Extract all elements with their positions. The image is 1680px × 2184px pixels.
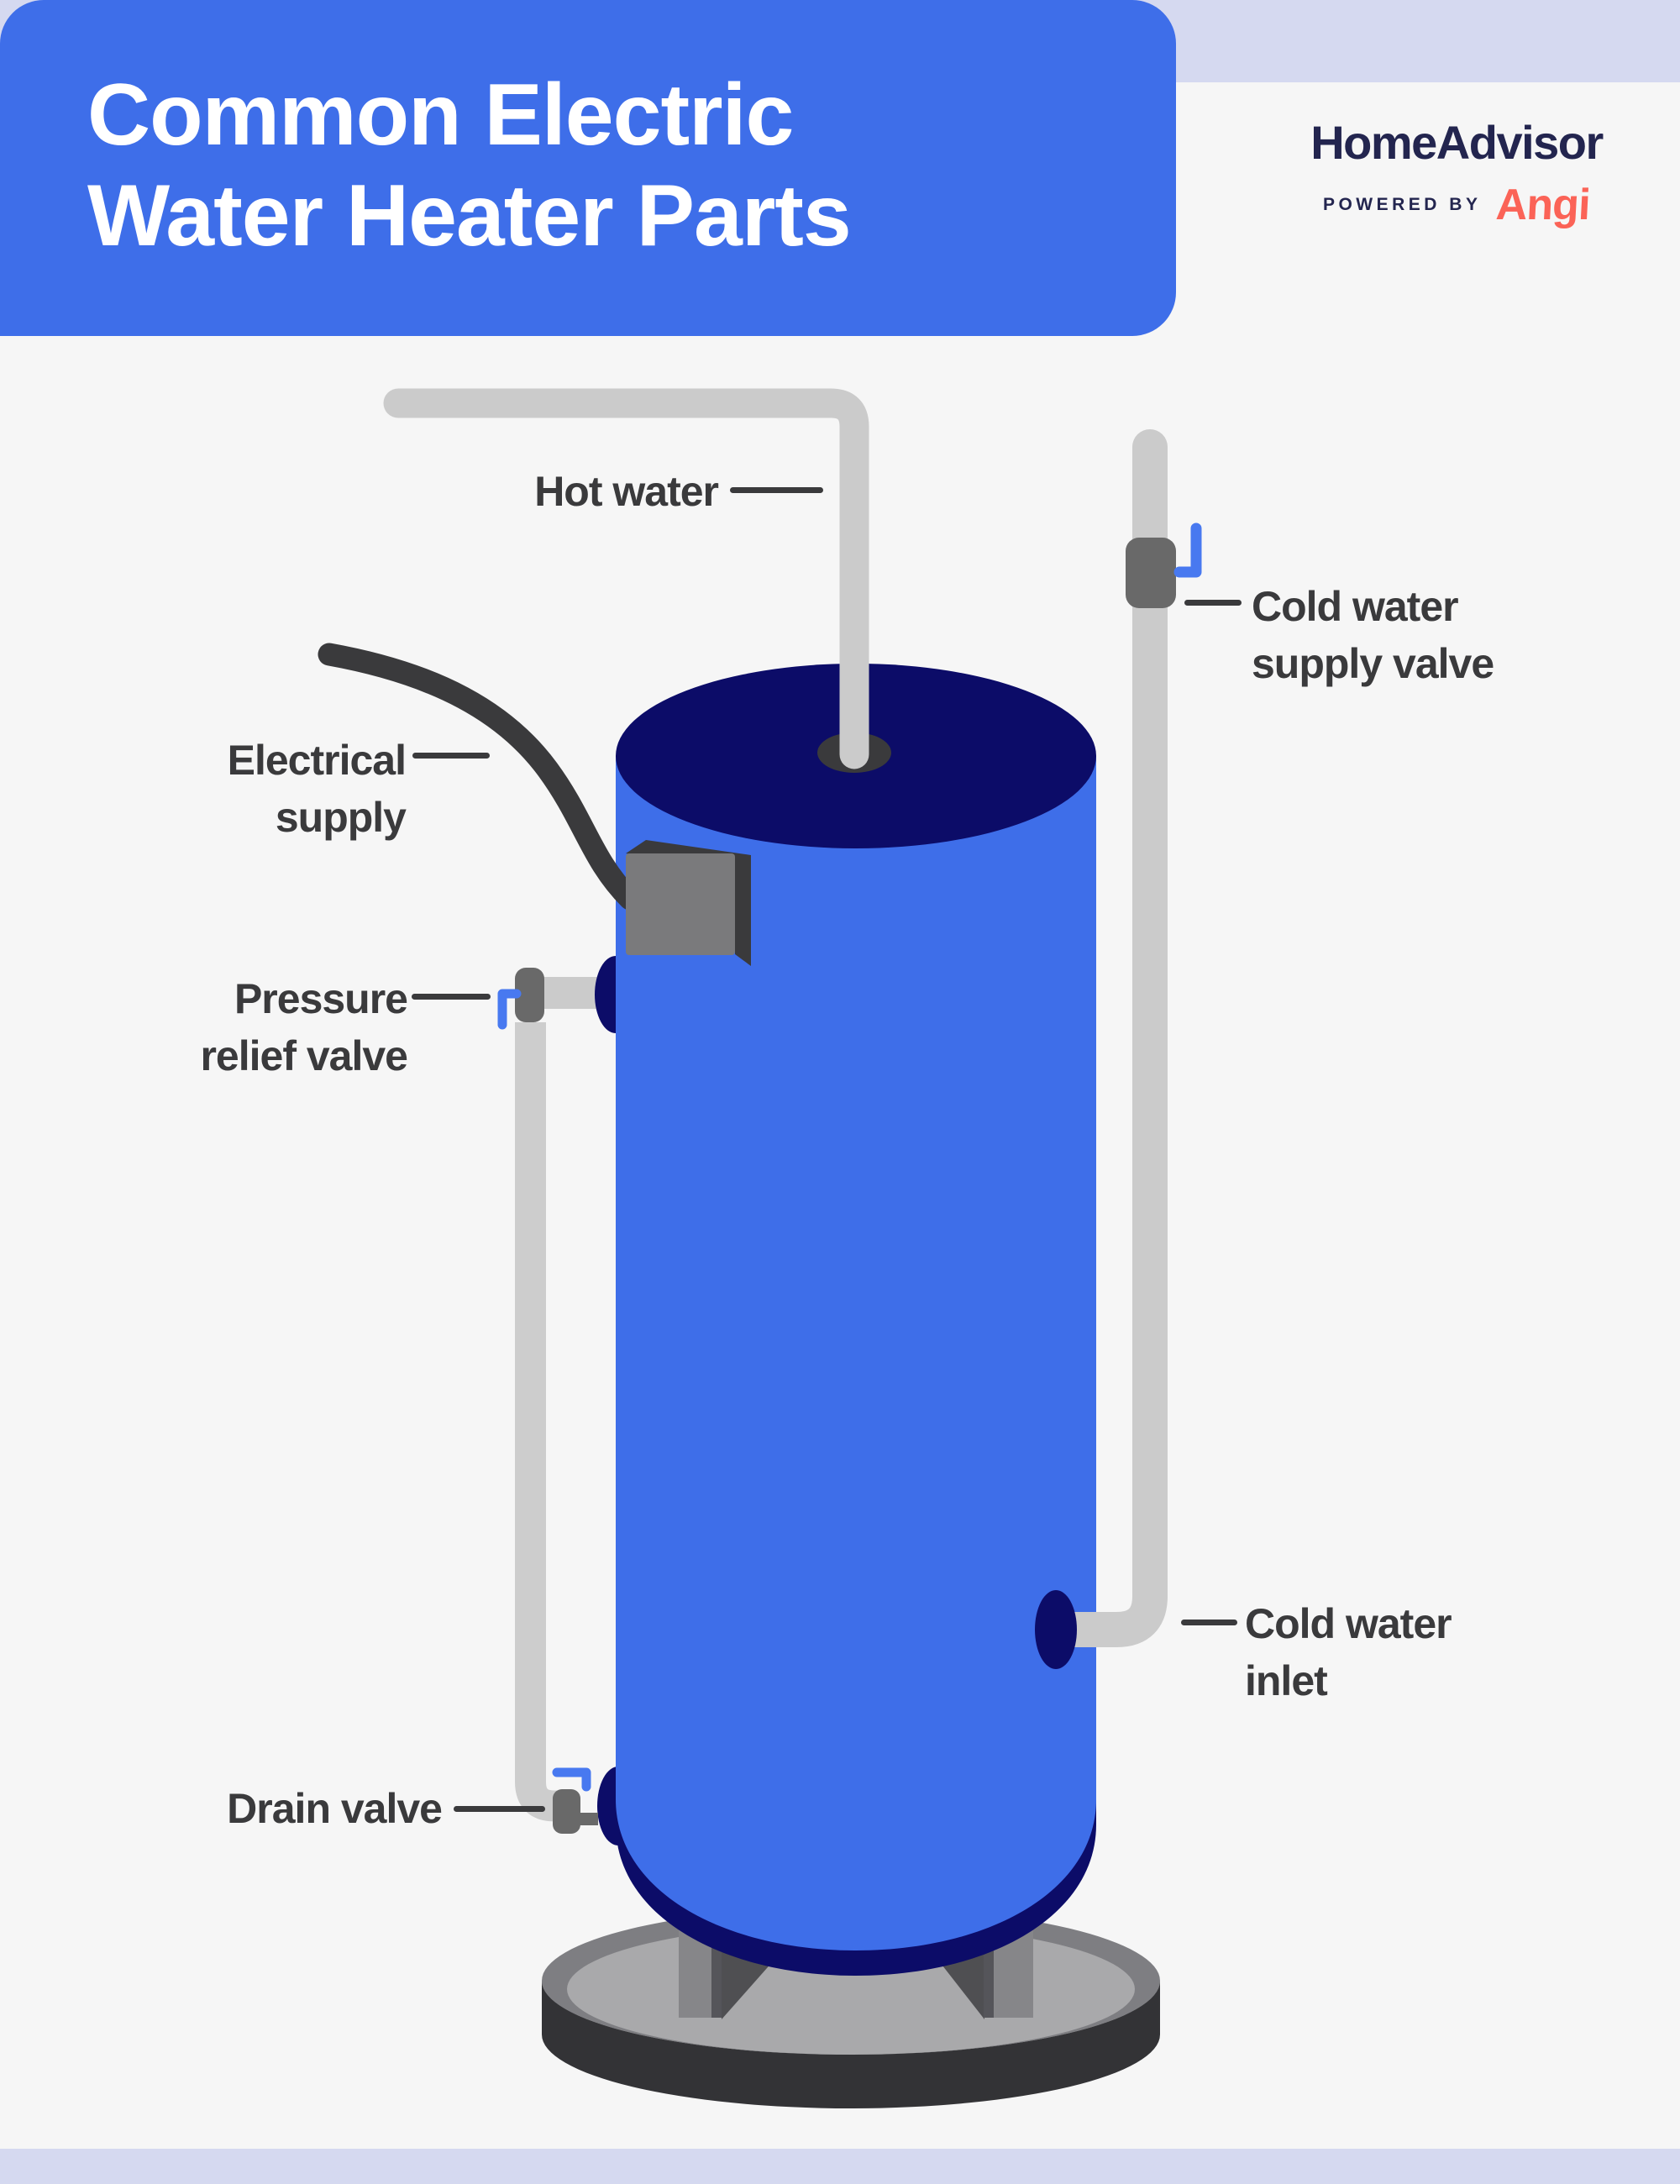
discharge-pipe — [515, 1022, 563, 1822]
header-panel: Common Electric Water Heater Parts — [0, 0, 1176, 336]
label-electrical-line2: supply — [275, 794, 407, 841]
label-cold-water-supply-line1: Cold water — [1252, 583, 1459, 630]
label-cold-inlet-line1: Cold water — [1245, 1600, 1452, 1647]
hot-water-pipe — [383, 388, 869, 769]
electrical-callout-line — [412, 753, 490, 759]
label-cold-water-supply-valve: Cold water supply valve — [1252, 578, 1494, 692]
label-pressure-line2: relief valve — [200, 1032, 408, 1079]
left-leg-edge — [711, 1930, 722, 2018]
cold-supply-valve-handle — [1173, 522, 1202, 578]
bottom-accent-band — [0, 2149, 1680, 2184]
cold-inlet-callout-line — [1181, 1620, 1237, 1625]
logo-block: HomeAdvisor POWERED BY Angi — [1309, 118, 1604, 230]
pressure-relief-valve-body — [515, 968, 544, 1022]
cold-water-inlet-port — [1035, 1590, 1077, 1669]
label-cold-water-inlet: Cold water inlet — [1245, 1595, 1452, 1709]
powered-by-row: POWERED BY Angi — [1322, 180, 1592, 230]
label-electrical-supply: Electrical supply — [227, 732, 407, 846]
label-cold-inlet-line2: inlet — [1245, 1657, 1328, 1704]
powered-by-text: POWERED BY — [1322, 195, 1482, 214]
drain-pan-wall — [542, 1981, 1160, 2108]
drain-valve-handle — [552, 1767, 591, 1792]
page-title-line1: Common Electric — [87, 66, 794, 164]
label-electrical-line1: Electrical — [227, 737, 407, 784]
drain-callout-line — [454, 1806, 545, 1812]
cold-supply-valve-body — [1126, 538, 1176, 608]
homeadvisor-logo: HomeAdvisor — [1310, 116, 1604, 169]
drain-valve-body — [553, 1789, 580, 1834]
cold-water-pipe — [1039, 429, 1168, 1647]
pressure-callout-line — [412, 994, 491, 1000]
tank-body — [616, 756, 1096, 1950]
electrical-supply-cable — [318, 643, 642, 911]
label-pressure-relief-valve: Pressure relief valve — [200, 970, 408, 1084]
label-pressure-line1: Pressure — [234, 975, 408, 1022]
junction-box-bevel — [626, 840, 751, 966]
drain-valve-stub — [578, 1813, 598, 1825]
hot-water-callout-line — [730, 487, 823, 493]
junction-box — [626, 853, 735, 955]
pressure-relief-valve-handle — [497, 989, 522, 1030]
label-cold-water-supply-line2: supply valve — [1252, 640, 1494, 687]
cold-supply-callout-line — [1184, 600, 1242, 606]
page-title-line2: Water Heater Parts — [87, 167, 852, 265]
label-drain-valve: Drain valve — [227, 1785, 443, 1832]
label-hot-water: Hot water — [534, 468, 719, 515]
page-title: Common Electric Water Heater Parts — [87, 65, 852, 266]
